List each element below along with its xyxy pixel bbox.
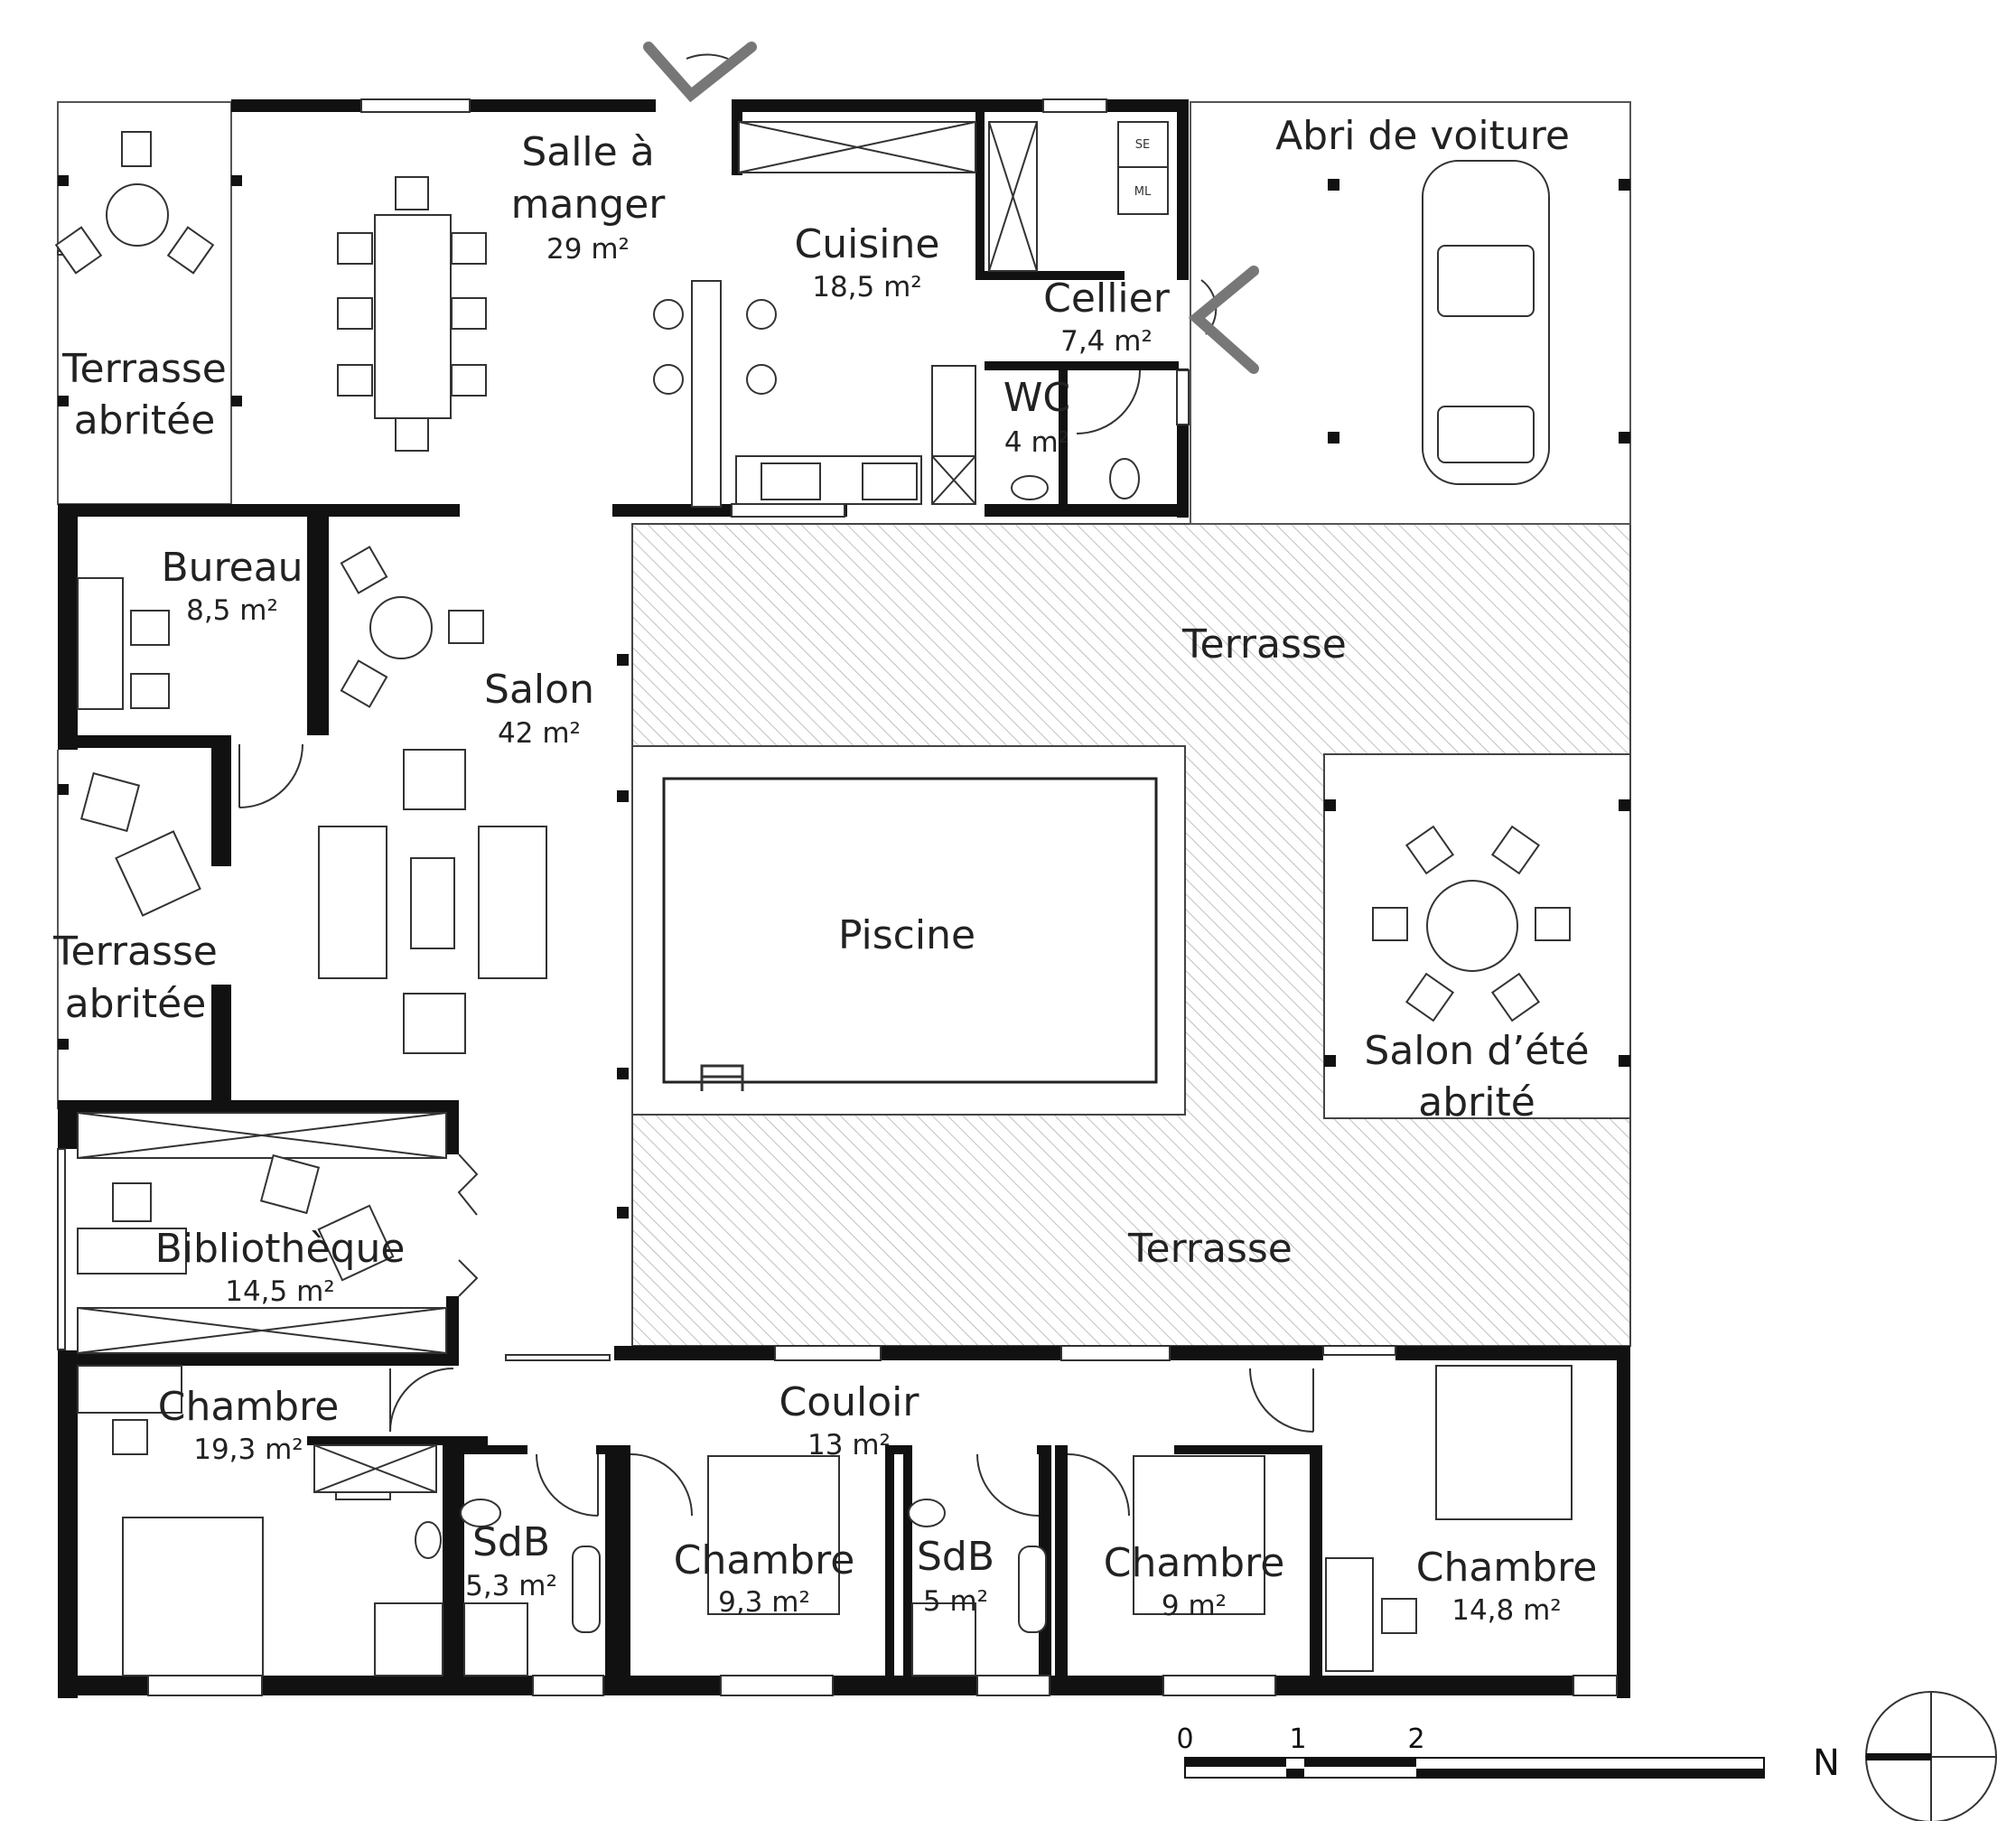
abri-voiture-label: Abri de voiture [1275,113,1570,159]
sdb-2-label: SdB [917,1534,994,1580]
terrace-posts [58,175,1630,1219]
furniture [54,121,1573,1676]
cellier-area: 7,4 m² [1060,325,1153,358]
chambre-3-label: Chambre [1104,1540,1285,1586]
scale-tick-1: 1 [1289,1723,1306,1755]
terrasse-abritee-mid-label-1: Terrasse [52,929,218,975]
wc-area: 4 m² [1004,426,1069,459]
pool-ladder [700,1064,744,1091]
scale-bar: 0 1 2 [1176,1723,1765,1779]
cuisine-area: 18,5 m² [812,271,922,304]
salon-label: Salon [484,667,594,713]
terrasse-abritee-mid-label-2: abritée [65,981,207,1027]
chambre-4-area: 14,8 m² [1451,1594,1562,1627]
couloir-label: Couloir [779,1379,920,1425]
chambre-4-label: Chambre [1416,1545,1598,1591]
chambre-3-area: 9 m² [1162,1590,1227,1622]
bureau-label: Bureau [161,545,303,591]
piscine-label: Piscine [838,912,975,958]
ml-tag: ML [1134,185,1152,199]
terrasse-south-label: Terrasse [1127,1226,1293,1272]
salle-a-manger-label-1: Salle à [521,129,654,175]
salon-ete-label-1: Salon d’été [1364,1028,1589,1074]
chambre-2-label: Chambre [674,1537,855,1583]
chambre-2-area: 9,3 m² [718,1586,810,1619]
scale-tick-0: 0 [1176,1723,1193,1755]
terrasse-abritee-top-label-2: abritée [74,397,216,444]
salon-ete-label-2: abrité [1418,1079,1535,1125]
compass: N [1813,1691,1997,1821]
se-tag: SE [1135,138,1150,152]
bureau-area: 8,5 m² [186,594,278,627]
scale-tick-2: 2 [1407,1723,1424,1755]
wc-label: WC [1003,375,1070,421]
sdb-2-area: 5 m² [923,1585,988,1618]
salon-area: 42 m² [498,717,581,750]
room-labels: Salle à manger 29 m² Cuisine 18,5 m² Cel… [52,113,1597,1627]
pool [662,777,1158,1084]
terrasse-abritee-top-label-1: Terrasse [61,346,227,392]
cellier-label: Cellier [1043,275,1171,322]
couloir-area: 13 m² [807,1429,891,1461]
compass-north-label: N [1813,1742,1840,1784]
chambre-1-area: 19,3 m² [193,1433,303,1466]
salle-a-manger-area: 29 m² [546,233,630,266]
chambre-1-label: Chambre [158,1384,340,1430]
windows [57,98,1618,1696]
terrasse-north-label: Terrasse [1181,621,1347,668]
sdb-1-label: SdB [472,1519,550,1565]
salle-a-manger-label-2: manger [511,182,667,228]
bibliotheque-area: 14,5 m² [225,1275,335,1308]
cuisine-label: Cuisine [795,221,940,267]
entrance-markers [643,42,1259,374]
sdb-1-area: 5,3 m² [465,1570,557,1602]
bibliotheque-label: Bibliothèque [155,1226,406,1272]
